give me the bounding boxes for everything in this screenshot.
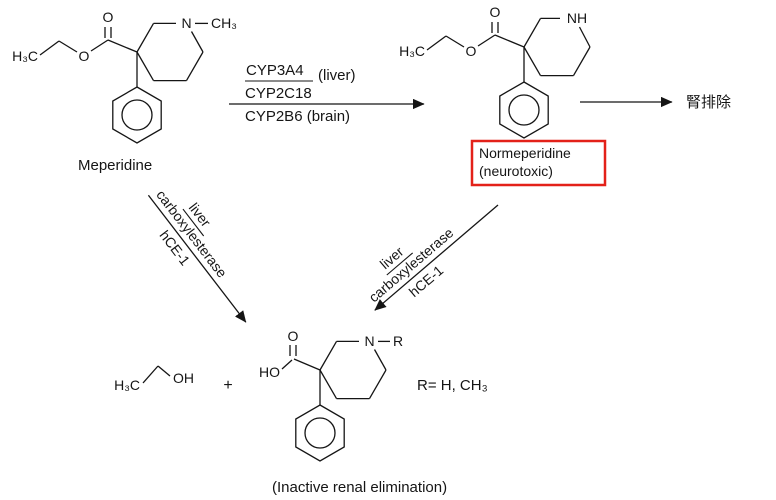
neurotoxic-highlight-box: [470, 139, 607, 187]
scheme-caption: (Inactive renal elimination): [272, 479, 447, 496]
plus-sign: +: [223, 377, 232, 394]
r-definition: R= H, CH₃: [417, 377, 488, 394]
renal-excretion-label: 腎排除: [686, 94, 731, 111]
normeperidine-label-group: Normeperidine (neurotoxic): [470, 139, 607, 187]
atom-label-o-ester: O: [79, 48, 90, 64]
meperidine-phenyl-ring: [112, 86, 162, 144]
compound-name-normeperidine: Normeperidine: [479, 145, 571, 161]
atom-label-o-carbonyl: O: [288, 328, 299, 344]
enzyme-site-liver: (liver): [318, 67, 356, 84]
atom-label-r: R: [393, 333, 403, 349]
reaction-arrow-diagonal: [374, 204, 499, 311]
enzyme-separator-rule: [182, 208, 205, 237]
acid-phenyl-ring: [295, 404, 345, 462]
reaction-arrow-diagonal: [147, 194, 247, 323]
ethanol-structure: H₃C OH: [114, 365, 194, 393]
renal-excretion-arrow: 腎排除: [580, 94, 731, 111]
left-hydrolysis-arrow: liver carboxylesterase hCE-1: [147, 187, 247, 323]
meperidinic-acid-structure: HO O N R R= H, CH₃ (Inactive renal elimi…: [259, 328, 488, 496]
atom-label-h3c: H₃C: [114, 377, 140, 393]
atom-label-ho: HO: [259, 364, 280, 380]
atom-label-n: N: [364, 333, 374, 349]
atom-label-nh: NH: [567, 10, 587, 26]
enzyme-label-cyp3a4: CYP3A4: [246, 62, 304, 79]
neurotoxic-note: (neurotoxic): [479, 163, 553, 179]
atom-label-n-methyl: CH₃: [211, 15, 237, 31]
enzyme-label-cyp2b6-brain: CYP2B6 (brain): [245, 108, 350, 125]
compound-name-meperidine: Meperidine: [78, 157, 152, 174]
right-hydrolysis-arrow: liver carboxylesterase hCE-1: [366, 204, 499, 311]
atom-label-o-ester: O: [466, 43, 477, 59]
ethanol-bonds: [142, 365, 171, 384]
cyp-oxidation-arrow: CYP3A4 (liver) CYP2C18 CYP2B6 (brain): [229, 62, 425, 125]
acid-bonds: [281, 340, 390, 405]
normeperidine-structure: H₃C O O NH: [399, 4, 591, 139]
atom-label-o-carbonyl: O: [103, 9, 114, 25]
atom-label-h3c: H₃C: [399, 43, 425, 59]
normeperidine-phenyl-ring: [499, 81, 549, 139]
atom-label-oh: OH: [173, 370, 194, 386]
atom-label-n: N: [181, 15, 191, 31]
enzyme-separator-rule: [386, 252, 414, 276]
atom-label-h3c: H₃C: [12, 48, 38, 64]
normeperidine-bonds: [426, 17, 591, 82]
meperidine-bonds: [39, 22, 208, 87]
meperidine-structure: H₃C O O N CH₃ Meperidine: [12, 9, 237, 174]
atom-label-o-carbonyl: O: [490, 4, 501, 20]
enzyme-label-cyp2c18: CYP2C18: [245, 85, 312, 102]
